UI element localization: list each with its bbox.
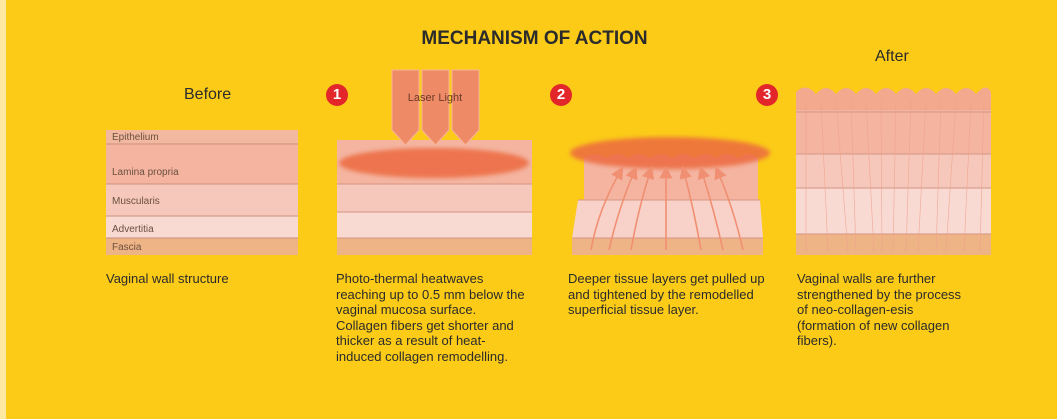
contracted-heat-zone <box>570 137 770 169</box>
step-1-diagram: Laser Light <box>337 70 532 255</box>
layer-label-lamina: Lamina propria <box>112 167 179 178</box>
tissue-diagram: Epithelium Lamina propria Muscularis Adv… <box>6 0 1057 419</box>
layer-label-adventitia: Advertitia <box>112 224 154 235</box>
laser-light-label: Laser Light <box>408 92 462 104</box>
heat-zone <box>339 148 529 178</box>
step-1-caption: Photo-thermal heatwaves reaching up to 0… <box>336 271 526 364</box>
laser-beams <box>392 70 479 145</box>
step-2-caption: Deeper tissue layers get pulled up and t… <box>568 271 768 318</box>
layer-label-muscularis: Muscularis <box>112 196 160 207</box>
layer-lamina-propria <box>106 144 298 184</box>
step-2-diagram <box>570 137 770 255</box>
before-caption: Vaginal wall structure <box>106 271 306 287</box>
layer-label-epithelium: Epithelium <box>112 132 159 143</box>
before-tissue-diagram: Epithelium Lamina propria Muscularis Adv… <box>106 130 298 255</box>
step-3-caption: Vaginal walls are further strengthened b… <box>797 271 972 349</box>
step-3-diagram <box>796 87 991 255</box>
layer-label-fascia: Fascia <box>112 242 142 253</box>
